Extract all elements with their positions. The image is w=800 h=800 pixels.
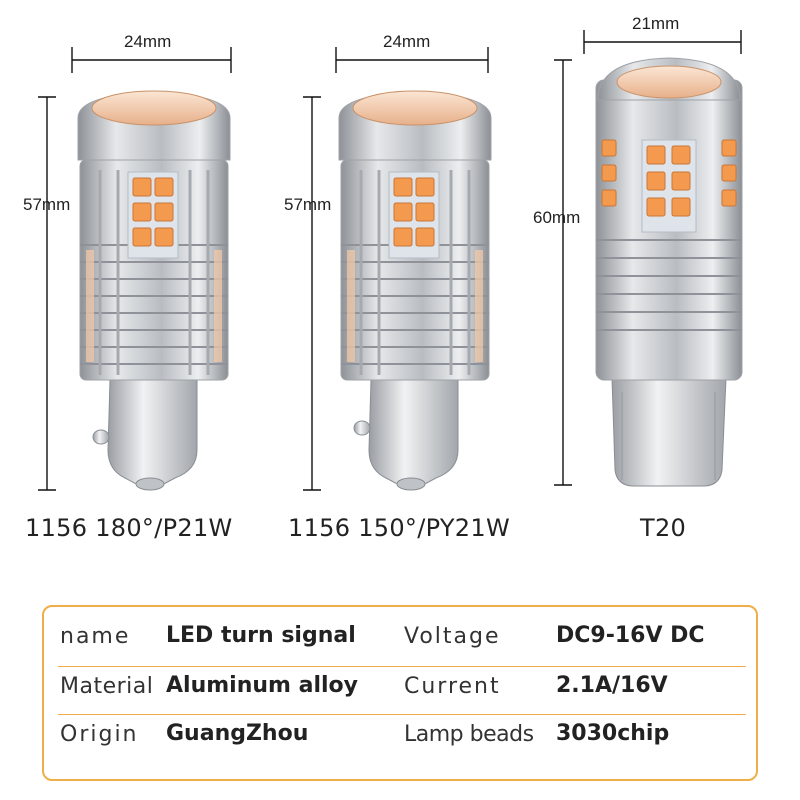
spec-label-name: name bbox=[60, 624, 131, 649]
spec-value-material: Aluminum alloy bbox=[166, 673, 358, 698]
spec-label-origin: Origin bbox=[60, 722, 139, 747]
spec-table: name LED turn signal Voltage DC9-16V DC … bbox=[42, 605, 758, 781]
bulb-1156-p21w bbox=[77, 90, 231, 491]
product-illustration bbox=[38, 30, 743, 491]
bulb-1-height-label: 57mm bbox=[23, 195, 71, 214]
spec-value-lamp-beads: 3030chip bbox=[556, 721, 670, 746]
spec-value-voltage: DC9-16V DC bbox=[556, 623, 705, 648]
bulb-1156-py21w bbox=[338, 90, 492, 491]
bulb-2-height-label: 57mm bbox=[284, 195, 332, 214]
spec-label-lamp-beads: Lamp beads bbox=[404, 722, 534, 747]
bulb-3-height-label: 60mm bbox=[533, 208, 581, 227]
bulb-2-caption: 1156 150°/PY21W bbox=[288, 514, 510, 542]
row-divider bbox=[58, 666, 746, 667]
spec-value-current: 2.1A/16V bbox=[556, 673, 668, 698]
spec-value-name: LED turn signal bbox=[166, 623, 356, 648]
dimension-lines-bulb-3 bbox=[554, 30, 742, 486]
spec-label-current: Current bbox=[404, 674, 501, 699]
spec-label-voltage: Voltage bbox=[404, 624, 501, 649]
bulb-1-width-label: 24mm bbox=[124, 32, 172, 51]
bulb-3-caption: T20 bbox=[640, 514, 687, 542]
spec-row: name LED turn signal Voltage DC9-16V DC bbox=[58, 617, 746, 661]
spec-value-origin: GuangZhou bbox=[166, 721, 309, 746]
spec-row: Origin GuangZhou Lamp beads 3030chip bbox=[58, 715, 746, 759]
bulb-1-caption: 1156 180°/P21W bbox=[25, 514, 233, 542]
row-divider bbox=[58, 714, 746, 715]
spec-label-material: Material bbox=[60, 674, 154, 699]
bulb-3-width-label: 21mm bbox=[632, 14, 680, 33]
spec-row: Material Aluminum alloy Current 2.1A/16V bbox=[58, 667, 746, 711]
dimension-lines-bulb-2 bbox=[303, 47, 489, 491]
bulb-t20 bbox=[595, 57, 743, 487]
dimension-lines-bulb-1 bbox=[38, 47, 232, 491]
bulb-2-width-label: 24mm bbox=[383, 32, 431, 51]
